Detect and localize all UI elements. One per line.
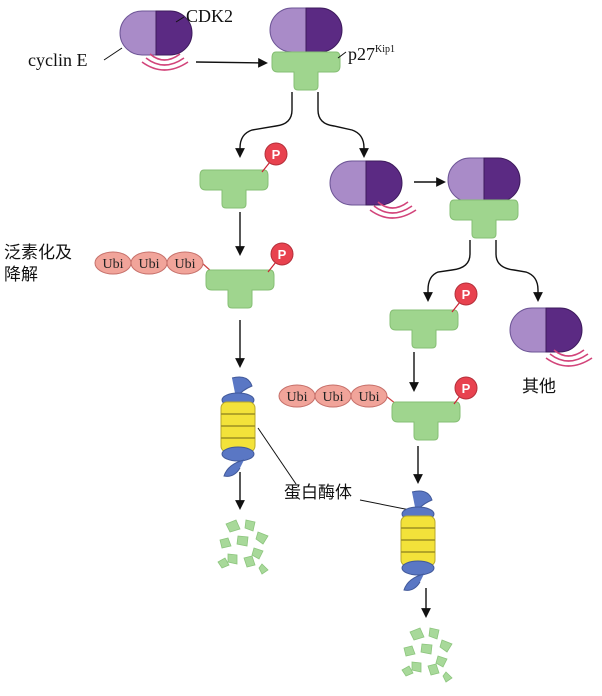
ubi-label-2: Ubi xyxy=(139,257,160,272)
phospho-label-2: P xyxy=(278,247,287,262)
p27-label-main: p27 xyxy=(348,44,375,64)
ubi-label-4: Ubi xyxy=(287,390,308,405)
p27-label-sup: Kip1 xyxy=(375,44,395,55)
ubi-label-5: Ubi xyxy=(323,390,344,405)
arrow-branch-right-left xyxy=(423,240,471,302)
arrow-branch-right xyxy=(317,92,369,158)
ubiquitination-label-line2: 降解 xyxy=(4,265,38,285)
phospho-label-3: P xyxy=(462,287,471,302)
cyclin-e-pointer xyxy=(103,47,123,61)
other-label: 其他 xyxy=(522,377,556,397)
arrow-branch-right-right xyxy=(495,240,543,302)
p27-phosphorylated-right: P xyxy=(389,282,478,349)
ubi-label-6: Ubi xyxy=(359,390,380,405)
complex-free-other xyxy=(509,307,593,367)
ubiquitin-chain-left: Ubi Ubi Ubi xyxy=(94,251,213,275)
p27-ubiquitinated-left: P xyxy=(205,242,294,309)
cdk2-label: CDK2 xyxy=(186,6,233,26)
p27-phosphorylated-left: P xyxy=(199,142,288,209)
proteasome-pointer-right xyxy=(359,499,411,511)
p27-pointer xyxy=(337,51,347,59)
complex-active-right xyxy=(329,160,417,219)
phospho-label-1: P xyxy=(272,147,281,162)
complex-p27-bound-top xyxy=(269,7,343,91)
arrow-branch-left xyxy=(235,92,293,158)
proteasome-left xyxy=(220,376,256,478)
ubi-label-3: Ubi xyxy=(175,257,196,272)
proteasome-right xyxy=(400,490,436,592)
ubiquitination-label-line1: 泛素化及 xyxy=(4,243,72,263)
ubi-label-1: Ubi xyxy=(103,257,124,272)
fragments-right xyxy=(401,627,453,683)
fragments-left xyxy=(217,519,269,575)
phospho-label-4: P xyxy=(462,381,471,396)
cdk2-pointer xyxy=(175,16,185,23)
proteasome-label: 蛋白酶体 xyxy=(284,483,352,503)
arrow-binding xyxy=(195,57,268,68)
complex-top-left xyxy=(119,10,193,71)
p27-label: p27Kip1 xyxy=(348,44,395,64)
proteasome-pointer-left xyxy=(257,427,297,485)
ubiquitin-chain-right: Ubi Ubi Ubi xyxy=(278,384,397,408)
p27-ubiquitinated-right: P xyxy=(391,376,478,441)
complex-p27-bound-right xyxy=(447,157,521,239)
cyclin-e-label: cyclin E xyxy=(28,50,87,70)
